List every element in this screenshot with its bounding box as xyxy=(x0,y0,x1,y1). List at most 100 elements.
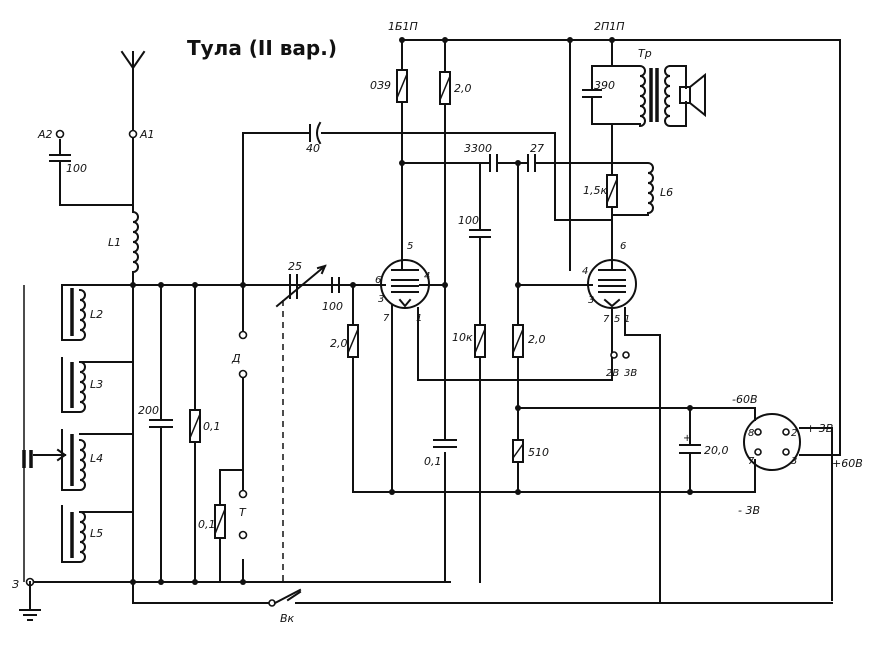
svg-text:0,1: 0,1 xyxy=(198,518,216,531)
svg-text:510: 510 xyxy=(528,446,549,459)
svg-text:5: 5 xyxy=(407,241,413,252)
filament-terminal-2v[interactable] xyxy=(610,351,618,359)
svg-text:1: 1 xyxy=(416,313,422,324)
svg-text:100: 100 xyxy=(458,214,479,227)
svg-text:20,0: 20,0 xyxy=(704,444,729,457)
diagram-title: Тула (II вар.) xyxy=(187,36,337,60)
switch-label: Вк xyxy=(280,612,295,625)
terminal-t-label: Т xyxy=(239,506,247,519)
terminal-d-label: Д xyxy=(231,352,241,365)
switch-lever[interactable] xyxy=(273,588,302,605)
svg-text:2,0: 2,0 xyxy=(528,333,546,346)
coil-l6: L6 xyxy=(611,162,673,216)
svg-text:390: 390 xyxy=(594,79,615,92)
variable-capacitor-c25[interactable]: 25 xyxy=(275,260,327,308)
terminal-a1[interactable] xyxy=(128,129,138,139)
resistor-r01-low: 0,1 xyxy=(198,504,226,539)
resistor-r15k: 1,5к xyxy=(583,174,618,208)
switch-line-wire xyxy=(132,581,833,604)
svg-text:100: 100 xyxy=(322,300,343,313)
svg-text:0,1: 0,1 xyxy=(424,455,442,468)
svg-text:L1: L1 xyxy=(108,236,121,249)
svg-text:0,1: 0,1 xyxy=(203,420,221,433)
svg-text:L4: L4 xyxy=(90,452,103,465)
svg-text:L2: L2 xyxy=(90,308,103,321)
capacitor-c01: 0,1 xyxy=(424,439,457,468)
terminal-d-top[interactable] xyxy=(238,330,248,340)
svg-text:7: 7 xyxy=(603,314,610,325)
coil-l4: L4 xyxy=(22,429,134,491)
terminal-d-bottom[interactable] xyxy=(238,369,248,379)
svg-text:+: + xyxy=(683,433,691,444)
battery-leads xyxy=(799,427,841,601)
svg-text:L3: L3 xyxy=(90,378,103,391)
svg-text:4: 4 xyxy=(582,266,588,277)
svg-text:6: 6 xyxy=(620,241,626,252)
coil-l2: L2 xyxy=(61,284,103,341)
terminal-ground-label: З xyxy=(12,578,19,591)
svg-text:25: 25 xyxy=(288,260,302,273)
resistor-r20-mid: 2,0 xyxy=(512,324,546,358)
t-network-wire xyxy=(219,377,244,583)
svg-text:2,0: 2,0 xyxy=(454,82,472,95)
svg-text:0З9: 0З9 xyxy=(370,79,391,92)
svg-text:7: 7 xyxy=(383,313,390,324)
feedback-top-wire xyxy=(242,132,611,221)
terminal-t-bottom[interactable] xyxy=(238,530,248,540)
svg-text:1,5к: 1,5к xyxy=(583,184,607,197)
filament-2v-label: 2В xyxy=(606,368,619,379)
resistor-r039: 0З9 xyxy=(370,69,408,103)
resistor-r20-top: 2,0 xyxy=(439,71,472,105)
capacitor-c40: 40 xyxy=(306,121,322,155)
svg-text:3: 3 xyxy=(588,295,594,306)
svg-text:L6: L6 xyxy=(660,186,673,199)
battery-connector[interactable]: 8 2 7 3 xyxy=(743,413,801,471)
resistor-r20-grid: 2,0 xyxy=(330,284,359,493)
bias-bus-wire xyxy=(517,407,756,421)
battery-minus3-label: - 3В xyxy=(738,504,760,517)
antenna-symbol xyxy=(120,50,146,131)
capacitor-c27: 27 xyxy=(527,142,544,172)
battery-minus60-label: -60В xyxy=(732,393,758,406)
coil-l3: L3 xyxy=(61,357,134,413)
coil-l1: L1 xyxy=(108,204,139,286)
svg-text:Тр: Тр xyxy=(638,47,652,60)
svg-text:1: 1 xyxy=(624,314,630,325)
filament-3v-label: 3В xyxy=(624,368,637,379)
terminal-a1-label: А1 xyxy=(139,128,155,141)
capacitor-c200: 200 xyxy=(138,284,173,583)
tube2-name: 2П1П xyxy=(594,20,625,33)
ground-symbol xyxy=(19,581,41,621)
capacitor-c20: + 20,0 xyxy=(679,407,729,493)
resistor-r01-left: 0,1 xyxy=(189,284,221,583)
minus3-bus-wire xyxy=(352,459,756,493)
terminal-t-top[interactable] xyxy=(238,489,248,499)
svg-text:8: 8 xyxy=(748,428,754,439)
tube1-name: 1Б1П xyxy=(388,20,418,33)
resistor-r510: 510 xyxy=(512,439,549,463)
svg-text:100: 100 xyxy=(66,162,87,175)
svg-text:L5: L5 xyxy=(90,527,103,540)
svg-text:3: 3 xyxy=(378,294,384,305)
resistor-r10k: 10к xyxy=(452,324,486,358)
filament-terminal-3v[interactable] xyxy=(622,351,630,359)
svg-text:40: 40 xyxy=(306,142,320,155)
battery-plus60-label: +60В xyxy=(832,457,863,470)
capacitor-c100-mid: 100 xyxy=(458,162,491,583)
svg-text:7: 7 xyxy=(748,456,755,467)
capacitor-c3300: 3300 xyxy=(464,142,498,172)
svg-text:27: 27 xyxy=(530,142,544,155)
tube-2p1p: 6 4 3 7 5 1 xyxy=(582,241,661,583)
terminal-a2[interactable] xyxy=(55,129,65,139)
svg-text:5: 5 xyxy=(614,314,620,325)
svg-text:3: 3 xyxy=(791,456,797,467)
svg-text:2: 2 xyxy=(791,428,797,439)
coil-l5: L5 xyxy=(61,505,134,563)
svg-text:6: 6 xyxy=(375,275,381,286)
svg-text:2,0: 2,0 xyxy=(330,337,348,350)
transformer-tr: Тр 390 xyxy=(569,39,706,271)
capacitor-c100-grid: 100 xyxy=(322,277,343,313)
svg-text:4: 4 xyxy=(424,271,430,282)
svg-text:3300: 3300 xyxy=(464,142,492,155)
